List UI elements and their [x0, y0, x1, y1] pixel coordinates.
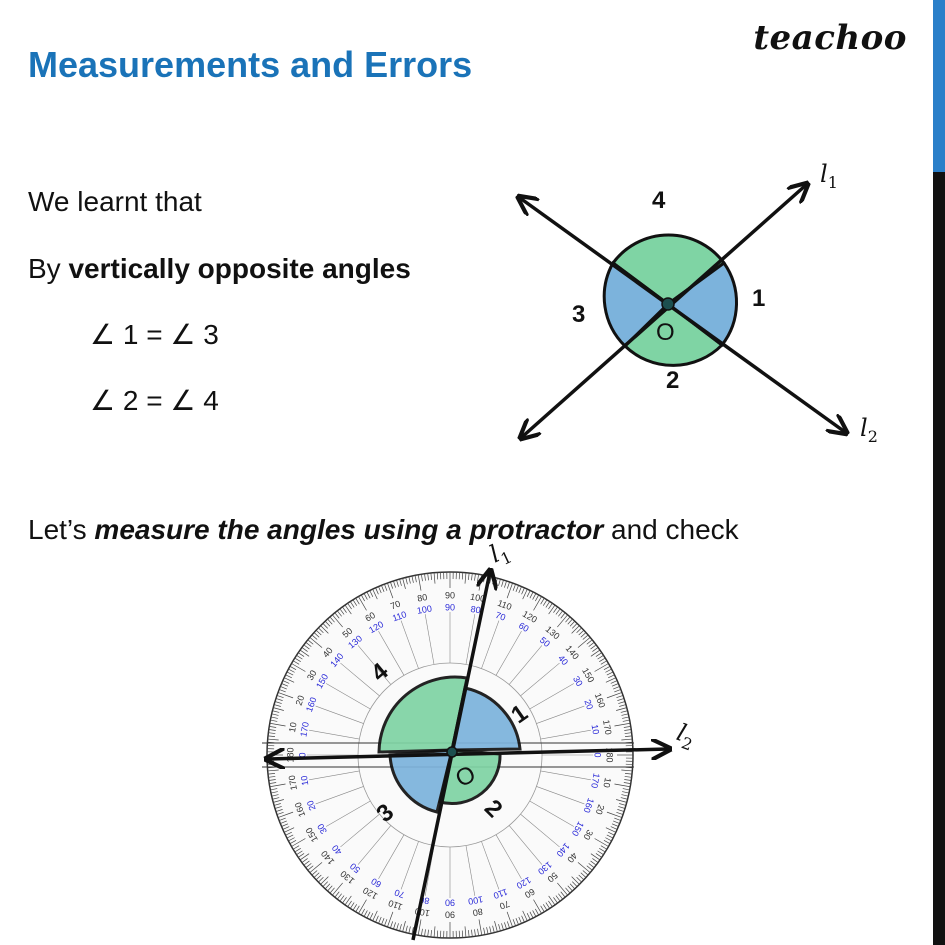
side-bar	[933, 0, 945, 945]
svg-text:50: 50	[546, 870, 560, 884]
side-bar-accent	[933, 0, 945, 172]
svg-text:170: 170	[601, 719, 613, 736]
svg-text:160: 160	[593, 692, 608, 710]
svg-text:110: 110	[492, 887, 509, 901]
svg-text:60: 60	[517, 620, 531, 634]
svg-text:70: 70	[494, 610, 507, 623]
vo-bold: vertically opposite angles	[68, 253, 411, 284]
equation-1: ∠ 1 = ∠ 3	[90, 319, 219, 350]
svg-text:40: 40	[556, 653, 570, 667]
instr-prefix: Let’s	[28, 514, 95, 545]
p-line-label-l2: l2	[672, 718, 700, 754]
p-line-label-l1: l1	[485, 536, 515, 573]
svg-text:160: 160	[304, 696, 319, 714]
svg-text:60: 60	[523, 886, 537, 900]
p-line-l2	[268, 749, 668, 759]
svg-text:40: 40	[565, 851, 579, 865]
svg-text:70: 70	[389, 599, 402, 612]
svg-text:20: 20	[305, 799, 318, 812]
svg-text:20: 20	[582, 698, 595, 711]
center-point	[661, 297, 675, 311]
svg-text:160: 160	[293, 801, 308, 819]
svg-text:30: 30	[315, 822, 329, 836]
page-title: Measurements and Errors	[28, 44, 473, 85]
svg-text:60: 60	[369, 876, 383, 890]
instr-suffix: and check	[603, 514, 739, 545]
svg-text:170: 170	[287, 774, 299, 791]
svg-text:80: 80	[470, 604, 482, 616]
svg-text:40: 40	[330, 843, 344, 857]
instr-bold: measure the angles using a protractor	[94, 514, 604, 545]
svg-text:30: 30	[581, 828, 595, 842]
angle-label-2: 2	[666, 367, 679, 394]
svg-text:10: 10	[299, 775, 311, 787]
svg-text:70: 70	[498, 899, 511, 912]
svg-text:90: 90	[445, 910, 455, 920]
p-center-point	[446, 746, 458, 758]
svg-text:160: 160	[581, 797, 596, 815]
svg-text:100: 100	[416, 603, 433, 615]
vo-prefix: By	[28, 253, 69, 284]
svg-text:90: 90	[445, 590, 455, 600]
intro-text: We learnt that	[28, 186, 202, 217]
svg-text:10: 10	[601, 777, 613, 789]
svg-text:110: 110	[387, 898, 404, 912]
line-label-l2: l2	[860, 414, 878, 446]
svg-text:50: 50	[538, 635, 552, 649]
svg-text:10: 10	[287, 721, 299, 733]
line-label-l1: l1	[820, 160, 838, 192]
svg-text:50: 50	[348, 861, 362, 875]
protractor-diagram: 1800170101602015030140401305012060110701…	[262, 536, 700, 941]
svg-text:100: 100	[467, 894, 484, 906]
svg-text:80: 80	[472, 906, 484, 918]
protractor-instruction: Let’s measure the angles using a protrac…	[28, 514, 739, 546]
svg-text:90: 90	[445, 898, 455, 908]
center-label: O	[656, 319, 675, 346]
svg-text:90: 90	[445, 602, 455, 612]
svg-text:110: 110	[496, 598, 513, 612]
svg-text:50: 50	[340, 626, 354, 640]
svg-text:170: 170	[298, 721, 310, 738]
svg-text:20: 20	[594, 803, 607, 816]
svg-text:0: 0	[593, 752, 603, 757]
svg-text:70: 70	[393, 887, 406, 900]
equation-2: ∠ 2 = ∠ 4	[90, 385, 219, 416]
svg-text:110: 110	[391, 609, 408, 623]
svg-text:60: 60	[363, 610, 377, 624]
angle-label-3: 3	[572, 301, 585, 328]
vertically-opposite-text: By vertically opposite angles	[28, 253, 411, 285]
svg-text:20: 20	[294, 694, 307, 707]
angle-label-4: 4	[652, 187, 666, 214]
svg-text:40: 40	[321, 645, 335, 659]
svg-text:100: 100	[469, 592, 486, 604]
angle-diagram: 4 1 3 2 O l1 l2	[520, 160, 878, 446]
svg-text:30: 30	[305, 668, 319, 682]
svg-text:170: 170	[589, 772, 601, 789]
svg-text:10: 10	[590, 724, 602, 736]
svg-text:30: 30	[571, 674, 585, 688]
svg-text:80: 80	[419, 895, 431, 907]
brand-logo: teachoo	[753, 18, 907, 58]
line-l2	[520, 198, 845, 432]
angle-label-1: 1	[752, 285, 765, 312]
svg-text:80: 80	[416, 592, 428, 604]
